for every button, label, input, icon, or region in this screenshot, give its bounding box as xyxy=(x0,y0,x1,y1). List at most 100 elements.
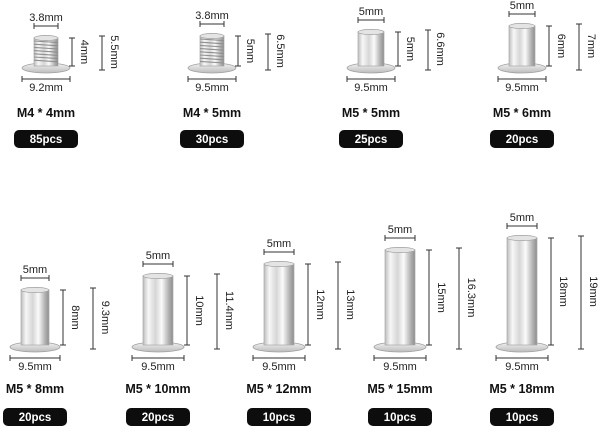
inner-length-label: 5mm xyxy=(404,37,416,61)
base-diameter-label: 9.2mm xyxy=(29,82,63,94)
inner-length-label: 15mm xyxy=(435,282,447,313)
total-length-label: 11.4mm xyxy=(223,291,235,330)
thread-line xyxy=(199,38,225,42)
total-length-label: 7mm xyxy=(585,34,597,58)
thread-line xyxy=(33,59,59,63)
product-card: 3.8mm 9.5mm 5mm 6.5mm M4 * 5mm 30pcs xyxy=(180,10,286,148)
product-name: M5 * 18mm xyxy=(489,382,554,396)
quantity-badge xyxy=(247,408,311,426)
inner-length-label: 5mm xyxy=(244,39,256,63)
top-diameter-label: 3.8mm xyxy=(29,12,63,24)
screw-thread xyxy=(33,40,59,63)
inner-length-label: 6mm xyxy=(555,34,567,58)
thread-line xyxy=(33,50,59,53)
inner-length-label: 18mm xyxy=(557,276,569,307)
screw-top xyxy=(508,23,536,29)
base-diameter-label: 9.5mm xyxy=(195,82,229,94)
total-length-label: 16.3mm xyxy=(465,278,477,318)
product-name: M5 * 10mm xyxy=(125,382,190,396)
screw-top xyxy=(142,273,174,279)
screw-top xyxy=(357,29,385,35)
product-card: 5mm 9.5mm 10mm 11.4mm M5 * 10mm 20pcs xyxy=(125,250,235,426)
top-diameter-label: 5mm xyxy=(359,6,383,18)
top-diameter-label: 3.8mm xyxy=(195,10,229,22)
screw-shaft xyxy=(357,31,385,67)
thread-line xyxy=(33,56,59,60)
product-name: M4 * 5mm xyxy=(183,106,241,120)
top-diameter-label: 5mm xyxy=(267,238,291,250)
base-diameter-label: 9.5mm xyxy=(505,82,539,94)
product-name: M5 * 8mm xyxy=(6,382,64,396)
screw-top xyxy=(263,261,295,267)
total-length-label: 6.5mm xyxy=(274,34,286,68)
thread-line xyxy=(33,53,59,56)
quantity-label: 25pcs xyxy=(355,134,388,146)
quantity-label: 20pcs xyxy=(506,134,539,146)
thread-line xyxy=(33,40,59,44)
total-length-label: 6.6mm xyxy=(434,32,446,66)
screw-thread xyxy=(199,38,225,64)
screw-shaft xyxy=(263,263,295,346)
thread-line xyxy=(199,48,225,51)
thread-line xyxy=(199,60,225,64)
base-diameter-label: 9.5mm xyxy=(262,361,296,373)
quantity-label: 20pcs xyxy=(19,412,52,424)
product-name: M4 * 4mm xyxy=(17,106,75,120)
thread-line xyxy=(33,43,59,47)
thread-line xyxy=(33,46,59,50)
top-diameter-label: 5mm xyxy=(388,224,412,236)
screw-shaft xyxy=(508,25,536,67)
quantity-badge xyxy=(180,130,244,148)
inner-length-label: 10mm xyxy=(193,295,205,326)
screw-shaft xyxy=(506,237,538,346)
thread-line xyxy=(199,41,225,45)
thread-line xyxy=(199,57,225,61)
quantity-badge xyxy=(3,408,67,426)
screw-shaft xyxy=(142,275,174,346)
top-diameter-label: 5mm xyxy=(510,0,534,12)
product-card: 5mm 9.5mm 6mm 7mm M5 * 6mm 20pcs xyxy=(490,0,597,148)
screw-top xyxy=(20,287,50,293)
inner-length-label: 8mm xyxy=(69,305,81,329)
screw-top xyxy=(506,235,538,241)
quantity-badge xyxy=(339,130,403,148)
screw-top xyxy=(33,35,59,41)
quantity-badge xyxy=(490,408,554,426)
quantity-badge xyxy=(14,130,78,148)
base-diameter-label: 9.5mm xyxy=(354,82,388,94)
base-diameter-label: 9.5mm xyxy=(505,361,539,373)
quantity-label: 10pcs xyxy=(384,412,417,424)
product-name: M5 * 12mm xyxy=(246,382,311,396)
screw-top xyxy=(199,33,225,39)
thread-line xyxy=(199,54,225,58)
screw-shaft xyxy=(20,289,50,346)
inner-length-label: 4mm xyxy=(78,40,90,64)
base-diameter-label: 9.5mm xyxy=(18,361,52,373)
total-length-label: 9.3mm xyxy=(99,301,111,335)
top-diameter-label: 5mm xyxy=(510,212,534,224)
total-length-label: 5.5mm xyxy=(108,35,120,69)
screw-top xyxy=(384,247,416,253)
base-diameter-label: 9.5mm xyxy=(383,361,417,373)
thread-line xyxy=(199,51,225,54)
quantity-badge xyxy=(126,408,190,426)
quantity-label: 20pcs xyxy=(142,412,175,424)
inner-length-label: 12mm xyxy=(314,289,326,320)
quantity-label: 30pcs xyxy=(196,134,229,146)
quantity-label: 10pcs xyxy=(506,412,539,424)
top-diameter-label: 5mm xyxy=(146,250,170,262)
quantity-label: 10pcs xyxy=(263,412,296,424)
quantity-badge xyxy=(490,130,554,148)
total-length-label: 13mm xyxy=(344,289,356,320)
base-diameter-label: 9.5mm xyxy=(141,361,175,373)
screw-shaft xyxy=(384,249,416,346)
product-name: M5 * 6mm xyxy=(493,106,551,120)
product-card: 5mm 9.5mm 12mm 13mm M5 * 12mm 10pcs xyxy=(246,238,356,426)
